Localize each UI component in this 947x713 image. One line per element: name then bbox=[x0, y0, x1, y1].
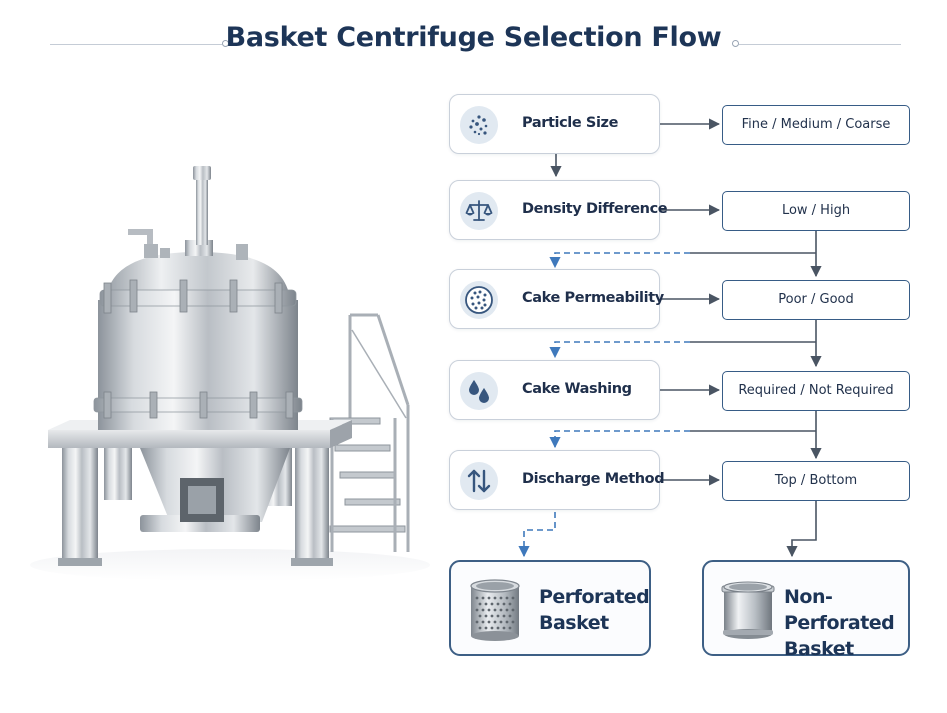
result-label: Perforated Basket bbox=[539, 586, 650, 634]
support-leg bbox=[62, 448, 98, 564]
centrifuge-illustration bbox=[30, 166, 430, 581]
porous-disc-icon bbox=[460, 281, 498, 319]
criterion-label: Discharge Method bbox=[522, 471, 665, 487]
water-drops-icon bbox=[460, 372, 498, 410]
casing-dome bbox=[106, 252, 290, 300]
criterion-label: Cake Permeability bbox=[522, 290, 664, 306]
title-dot-right bbox=[732, 40, 739, 47]
result-perforated-basket: Perforated Basket bbox=[449, 560, 651, 656]
dashed-arrow bbox=[549, 430, 690, 449]
criterion-density-difference: Density Difference bbox=[449, 180, 668, 240]
stair-railing bbox=[348, 313, 410, 552]
arrow-to-result bbox=[786, 500, 817, 558]
option-box: Low / High bbox=[722, 191, 910, 231]
criterion-particle-size: Particle Size bbox=[449, 94, 660, 154]
perforated-basket-icon bbox=[470, 579, 520, 641]
result-non-perforated-basket: Non-Perforated Basket bbox=[702, 560, 910, 660]
support-leg bbox=[295, 448, 329, 564]
dashed-arrow bbox=[518, 512, 556, 558]
option-box: Top / Bottom bbox=[722, 461, 910, 501]
dashed-arrow bbox=[549, 252, 690, 269]
title-rule-left bbox=[50, 44, 222, 45]
dashed-arrow bbox=[549, 341, 690, 359]
support-leg bbox=[104, 440, 132, 500]
criterion-cake-permeability: Cake Permeability bbox=[449, 269, 664, 329]
title-rule-right bbox=[739, 44, 901, 45]
diagram-title: Basket Centrifuge Selection Flow bbox=[225, 22, 722, 53]
criterion-label: Cake Washing bbox=[522, 381, 632, 397]
criterion-cake-washing: Cake Washing bbox=[449, 360, 660, 420]
title-dot-left bbox=[222, 40, 229, 47]
option-box: Fine / Medium / Coarse bbox=[722, 105, 910, 145]
criterion-discharge-method: Discharge Method bbox=[449, 450, 665, 510]
up-down-arrows-icon bbox=[460, 462, 498, 500]
balance-scale-icon bbox=[460, 192, 498, 230]
solid-basket-icon bbox=[721, 581, 775, 639]
criterion-label: Density Difference bbox=[522, 201, 668, 217]
criterion-label: Particle Size bbox=[522, 115, 619, 131]
option-box: Required / Not Required bbox=[722, 371, 910, 411]
result-label: Non-Perforated Basket bbox=[784, 586, 895, 660]
particles-icon bbox=[460, 106, 498, 144]
option-box: Poor / Good bbox=[722, 280, 910, 320]
flow-connectors bbox=[518, 118, 822, 558]
feed-pipe bbox=[196, 175, 208, 245]
